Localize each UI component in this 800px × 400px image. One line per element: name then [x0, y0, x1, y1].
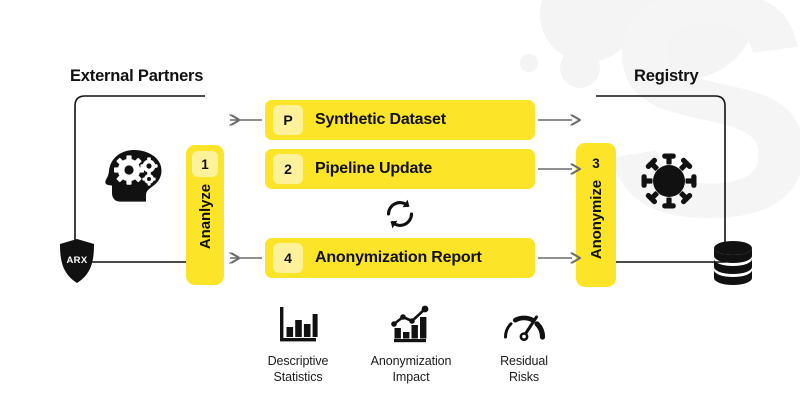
metric-residual-risks[interactable]: Residual Risks: [472, 305, 576, 385]
registry-title: Registry: [634, 67, 699, 85]
sync-refresh-icon: [386, 199, 414, 229]
stage-number-badge: 1: [192, 151, 218, 177]
flow-badge: 4: [273, 243, 303, 273]
stage-number-badge: 3: [592, 155, 600, 171]
watermark-letter: S: [602, 0, 800, 283]
watermark-circle: [540, 0, 636, 62]
watermark-circle: [520, 54, 538, 72]
watermark-circle: [560, 48, 600, 88]
metric-label-line1: Residual: [500, 354, 548, 368]
trending-chart-icon: [390, 305, 432, 345]
stage-tab-analyze[interactable]: 1 Ananlyze: [186, 145, 224, 285]
gauge-icon: [501, 305, 547, 345]
flow-label: Anonymization Report: [315, 249, 482, 266]
metric-label-line1: Anonymization: [370, 354, 452, 368]
metric-label-line2: Impact: [392, 370, 430, 384]
arx-shield-label: ARX: [66, 255, 88, 266]
flow-bar-anonymization-report[interactable]: 4 Anonymization Report: [265, 238, 535, 278]
metric-label: Anonymization Impact: [371, 353, 452, 385]
metrics-row: Descriptive Statistics: [246, 305, 576, 385]
metric-descriptive-statistics[interactable]: Descriptive Statistics: [246, 305, 350, 385]
head-gears-icon: [105, 150, 162, 202]
metric-anonymization-impact[interactable]: Anonymization Impact: [359, 305, 463, 385]
flow-badge: 2: [273, 154, 303, 184]
metric-label-line1: Descriptive: [267, 354, 329, 368]
metric-label-line2: Risks: [508, 370, 540, 384]
virus-icon: [641, 153, 697, 209]
stage-label: Ananlyze: [196, 184, 214, 250]
metric-label-line2: Statistics: [273, 370, 323, 384]
database-icon: [714, 241, 752, 285]
flow-label: Synthetic Dataset: [315, 111, 446, 128]
flow-bar-synthetic-dataset[interactable]: P Synthetic Dataset: [265, 100, 535, 140]
stage-label: Anonymize: [587, 180, 605, 260]
flow-label: Pipeline Update: [315, 160, 433, 177]
metric-label: Descriptive Statistics: [268, 353, 329, 385]
flow-bar-pipeline-update[interactable]: 2 Pipeline Update: [265, 149, 535, 189]
arx-shield-icon: [60, 239, 94, 283]
bar-chart-icon: [277, 305, 319, 345]
stage-tab-anonymize[interactable]: 3 Anonymize: [576, 143, 616, 287]
flow-badge: P: [273, 105, 303, 135]
external-partners-title: External Partners: [70, 67, 204, 85]
metric-label: Residual Risks: [500, 353, 548, 385]
